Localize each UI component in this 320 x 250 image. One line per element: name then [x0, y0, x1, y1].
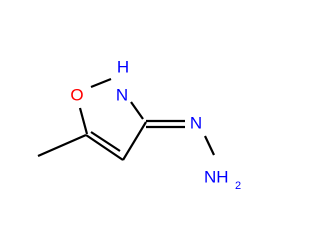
bond-c5-o1	[78, 107, 89, 135]
amine-subscript-label: 2	[235, 180, 241, 192]
bond-c3-c4	[122, 121, 147, 161]
bond-c4-c5	[85, 134, 124, 161]
bond-n2-c3	[130, 101, 144, 120]
structure-diagram: O N H N NH 2	[37, 57, 241, 192]
amine-nitrogen-label: NH	[204, 167, 229, 186]
bond-methyl-c5	[37, 133, 87, 158]
bond-c4-c5-double	[90, 131, 121, 152]
bond-n-n	[204, 135, 215, 156]
imine-nitrogen-label: N	[190, 113, 202, 132]
ring-nitrogen-hydrogen-label: H	[117, 57, 129, 76]
oxygen-label: O	[70, 85, 83, 104]
ring-nitrogen-label: N	[116, 85, 128, 104]
bond-o1-n2	[90, 77, 112, 89]
